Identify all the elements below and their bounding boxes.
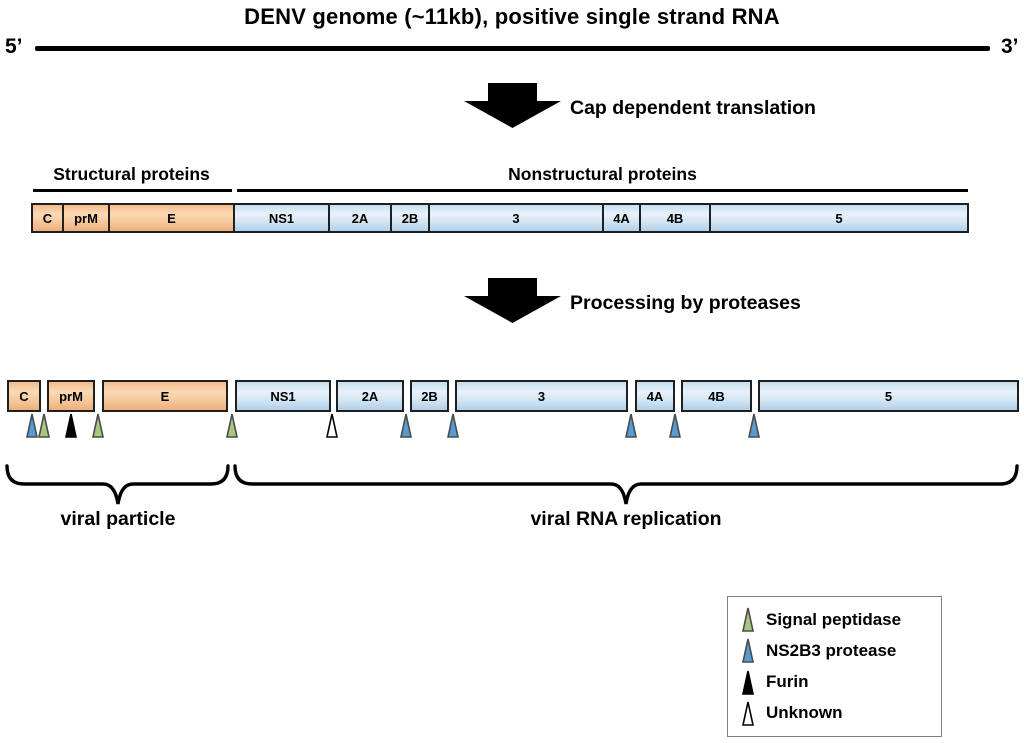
cleavage-triangle-ns2b3-4B5 [748, 413, 760, 438]
three-prime-label: 3’ [1001, 35, 1019, 58]
structural-proteins-heading: Structural proteins [53, 164, 210, 184]
legend-item-unknown: Unknown [739, 700, 935, 727]
cleaved-protein-5: 5 [758, 380, 1019, 412]
unknown-triangle-icon [742, 701, 754, 726]
figure-title: DENV genome (~11kb), positive single str… [244, 4, 780, 29]
genome-line [35, 46, 990, 51]
cleavage-triangle-unknown-NS12A [326, 413, 338, 438]
cleavage-sites [26, 413, 760, 438]
cleavage-triangle-ns2b3-4A4B [669, 413, 681, 438]
cleaved-protein-NS1: NS1 [235, 380, 331, 412]
legend-item-furin: Furin [739, 669, 935, 696]
polyprotein-segment-NS1: NS1 [235, 205, 330, 231]
viral-particle-brace [5, 464, 230, 505]
translation-step-label: Cap dependent translation [570, 97, 816, 119]
legend-item-ns2b3-protease: NS2B3 protease [739, 637, 935, 664]
legend: Signal peptidase NS2B3 protease Furin Un… [727, 596, 942, 737]
legend-item-signal-peptidase: Signal peptidase [739, 606, 935, 633]
viral-particle-label: viral particle [60, 508, 176, 530]
processing-arrow-icon [464, 278, 561, 323]
polyprotein-bar: C prM E NS1 2A 2B 3 4A 4B 5 [31, 203, 969, 233]
cleaved-protein-4A: 4A [635, 380, 675, 412]
processing-step-label: Processing by proteases [570, 292, 801, 314]
nonstructural-proteins-heading: Nonstructural proteins [508, 164, 697, 184]
polyprotein-segment-4A: 4A [604, 205, 641, 231]
five-prime-label: 5’ [5, 35, 23, 58]
signal-peptidase-triangle-icon [742, 607, 754, 632]
cleaved-protein-2A: 2A [336, 380, 404, 412]
cleavage-triangle-furin-prM [65, 413, 77, 438]
polyprotein-segment-3: 3 [430, 205, 604, 231]
ns2b3-protease-triangle-icon [742, 639, 754, 664]
furin-triangle-icon [742, 670, 754, 695]
cleavage-triangle-ns2b3-2A2B [400, 413, 412, 438]
translation-arrow-icon [464, 83, 561, 128]
cleavage-triangle-ns2b3-C [26, 413, 38, 438]
cleavage-triangle-signal-CprM [38, 413, 50, 438]
fate-braces [5, 464, 1019, 505]
cleaved-protein-3: 3 [455, 380, 628, 412]
legend-label: Furin [766, 672, 809, 692]
polyprotein-segment-E: E [110, 205, 235, 231]
legend-label: Signal peptidase [766, 609, 902, 629]
legend-label: NS2B3 protease [766, 640, 897, 660]
polyprotein-segment-4B: 4B [641, 205, 711, 231]
polyprotein-segment-5: 5 [711, 205, 967, 231]
nonstructural-underline [237, 189, 968, 192]
polyprotein-segment-2B: 2B [392, 205, 430, 231]
cleavage-triangle-ns2b3-34A [625, 413, 637, 438]
cleaved-protein-C: C [7, 380, 41, 412]
cleavage-triangle-signal-ENS1 [226, 413, 238, 438]
cleavage-triangle-ns2b3-2B3 [447, 413, 459, 438]
viral-rna-replication-label: viral RNA replication [530, 508, 722, 530]
cleaved-protein-4B: 4B [681, 380, 752, 412]
cleavage-triangle-signal-prME [92, 413, 104, 438]
cleaved-protein-2B: 2B [410, 380, 449, 412]
cleaved-protein-prM: prM [47, 380, 95, 412]
viral-rna-replication-brace [233, 464, 1019, 505]
legend-label: Unknown [766, 703, 843, 723]
cleaved-protein-E: E [102, 380, 228, 412]
polyprotein-segment-2A: 2A [330, 205, 392, 231]
polyprotein-segment-prM: prM [64, 205, 110, 231]
polyprotein-segment-C: C [33, 205, 64, 231]
structural-underline [33, 189, 232, 192]
